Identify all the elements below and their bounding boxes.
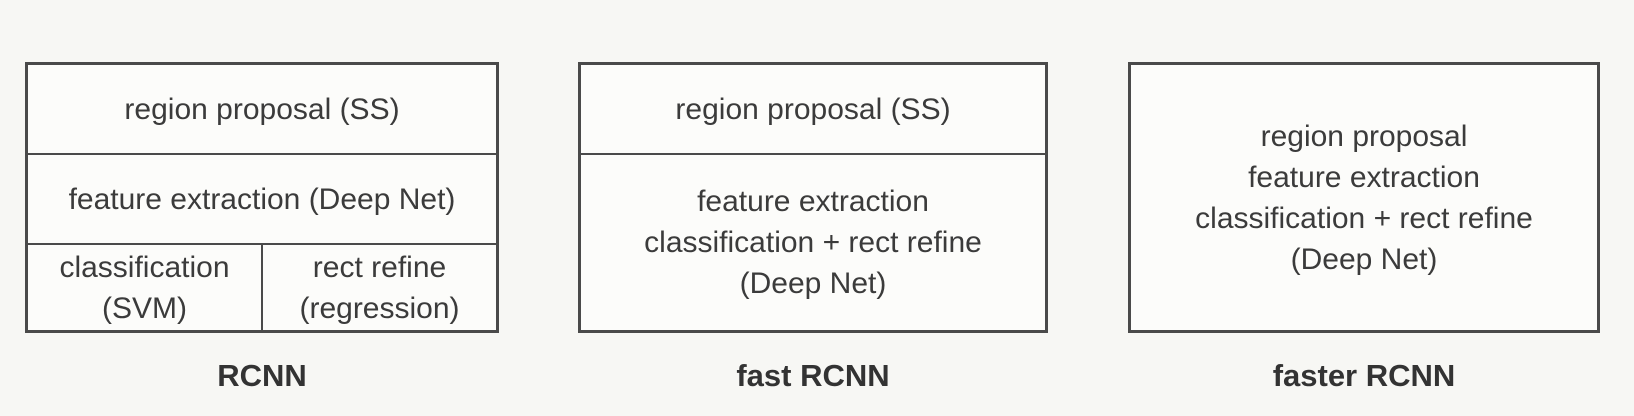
faster-rcnn-feature-extraction-text: feature extraction bbox=[1248, 160, 1480, 194]
rcnn-cell-classification: classification (SVM) bbox=[28, 245, 261, 330]
fast-rcnn-region-proposal-text: region proposal (SS) bbox=[675, 92, 951, 126]
fast-rcnn-caption: fast RCNN bbox=[736, 358, 890, 393]
rcnn-row-feature-extraction: feature extraction (Deep Net) bbox=[28, 153, 496, 243]
fast-rcnn-row-deep-net: feature extraction classification + rect… bbox=[581, 153, 1045, 330]
rcnn-rect-refine-text: rect refine bbox=[312, 250, 447, 284]
rcnn-row-outputs: classification (SVM) rect refine (regres… bbox=[28, 243, 496, 330]
rcnn-caption: RCNN bbox=[217, 358, 307, 393]
faster-rcnn-caption: faster RCNN bbox=[1272, 358, 1456, 393]
fast-rcnn-architecture-box: region proposal (SS) feature extraction … bbox=[578, 62, 1048, 333]
fast-rcnn-deep-net-text: (Deep Net) bbox=[739, 267, 887, 300]
fast-rcnn-classification-rect-refine-text: classification + rect refine bbox=[644, 226, 982, 259]
rcnn-feature-extraction-text: feature extraction (Deep Net) bbox=[68, 182, 456, 216]
rcnn-architecture-box: region proposal (SS) feature extraction … bbox=[25, 62, 499, 333]
rcnn-cell-region-proposal: region proposal (SS) bbox=[28, 65, 496, 153]
rcnn-classification-text: classification bbox=[59, 250, 230, 284]
rcnn-svm-text: (SVM) bbox=[102, 291, 187, 325]
fast-rcnn-row-region-proposal: region proposal (SS) bbox=[581, 65, 1045, 153]
faster-rcnn-architecture-box: region proposal feature extraction class… bbox=[1128, 62, 1600, 333]
rcnn-row-region-proposal: region proposal (SS) bbox=[28, 65, 496, 153]
faster-rcnn-region-proposal-text: region proposal bbox=[1260, 119, 1468, 153]
rcnn-regression-text: (regression) bbox=[299, 291, 460, 325]
faster-rcnn-row-unified: region proposal feature extraction class… bbox=[1131, 65, 1597, 330]
rcnn-region-proposal-text: region proposal (SS) bbox=[124, 92, 400, 126]
faster-rcnn-cell-unified: region proposal feature extraction class… bbox=[1131, 65, 1597, 330]
rcnn-cell-feature-extraction: feature extraction (Deep Net) bbox=[28, 155, 496, 243]
rcnn-cell-rect-refine: rect refine (regression) bbox=[261, 245, 496, 330]
fast-rcnn-cell-deep-net: feature extraction classification + rect… bbox=[581, 155, 1045, 330]
fast-rcnn-cell-region-proposal: region proposal (SS) bbox=[581, 65, 1045, 153]
faster-rcnn-deep-net-text: (Deep Net) bbox=[1290, 242, 1438, 276]
fast-rcnn-feature-extraction-text: feature extraction bbox=[697, 185, 929, 218]
faster-rcnn-classification-rect-refine-text: classification + rect refine bbox=[1195, 201, 1533, 235]
